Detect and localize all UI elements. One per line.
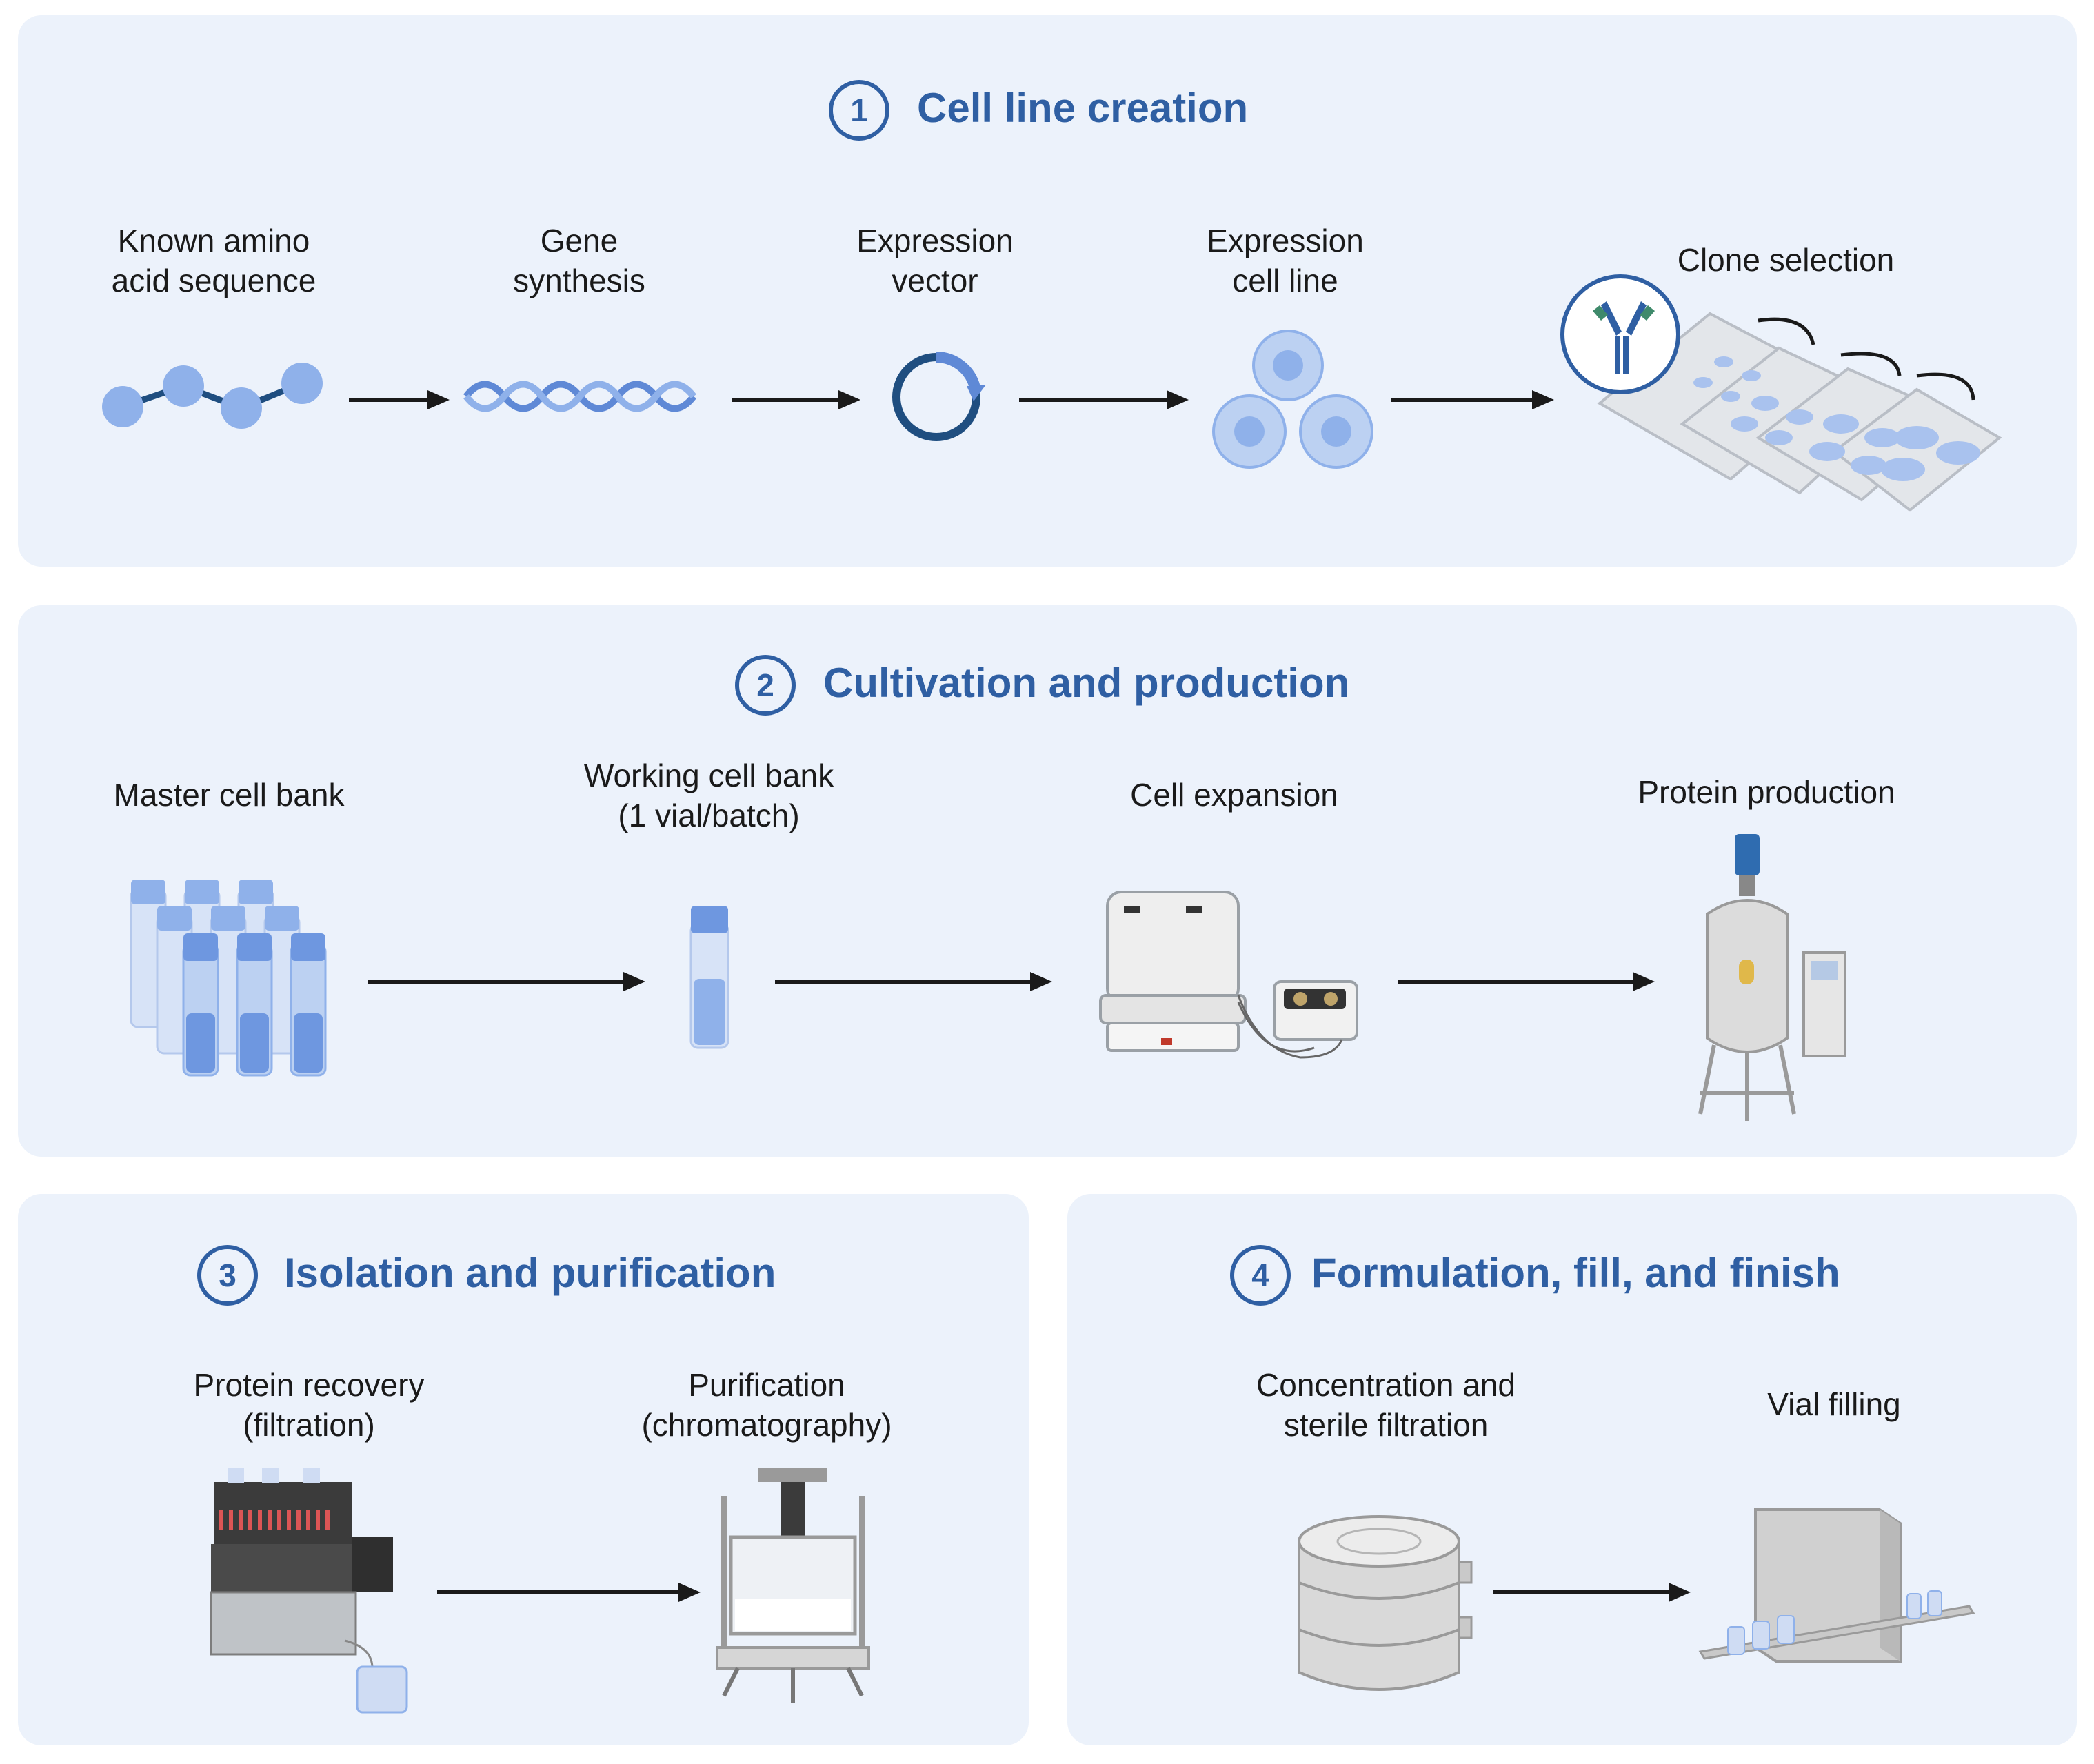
arrow-icon bbox=[1391, 390, 1554, 409]
arrow-icon bbox=[1019, 390, 1189, 409]
step-label: Purification(chromatography) bbox=[641, 1367, 892, 1443]
filter-cassette-icon bbox=[1298, 1515, 1473, 1691]
plasmid-icon bbox=[892, 352, 986, 441]
section-title: Cell line creation bbox=[917, 85, 1249, 131]
step-label: Protein recovery(filtration) bbox=[193, 1367, 425, 1443]
panel-cultivation-production bbox=[18, 605, 2077, 1157]
step-number-badge: 4 bbox=[1230, 1245, 1291, 1306]
cryovials-icon bbox=[130, 880, 327, 1077]
step-label: Working cell bank(1 vial/batch) bbox=[583, 758, 834, 833]
step-label: Cell expansion bbox=[1130, 777, 1338, 813]
step-label: Vial filling bbox=[1767, 1386, 1901, 1422]
section-title: Cultivation and production bbox=[823, 660, 1350, 706]
arrow-icon bbox=[732, 390, 860, 409]
section-title: Isolation and purification bbox=[284, 1250, 776, 1296]
section-title: Formulation, fill, and finish bbox=[1311, 1250, 1840, 1296]
dna-helix-icon bbox=[463, 381, 696, 412]
wave-bioreactor-icon bbox=[1099, 891, 1358, 1059]
arrow-icon bbox=[368, 972, 645, 991]
well-plates-icon bbox=[1560, 274, 2002, 512]
step-number-badge: 2 bbox=[735, 655, 796, 716]
amino-acid-chain-icon bbox=[102, 363, 323, 429]
step-label: Protein production bbox=[1638, 774, 1895, 810]
arrow-icon bbox=[775, 972, 1052, 991]
chromatography-column-icon bbox=[716, 1468, 870, 1703]
single-vial-icon bbox=[689, 906, 729, 1049]
cells-icon bbox=[1212, 330, 1373, 469]
arrow-icon bbox=[349, 390, 450, 409]
filtration-system-icon bbox=[210, 1468, 408, 1714]
step-number-badge: 1 bbox=[829, 80, 889, 141]
step-number-badge: 3 bbox=[197, 1245, 258, 1306]
vial-filling-machine-icon bbox=[1698, 1508, 1975, 1663]
step-label: Clone selection bbox=[1677, 242, 1895, 278]
arrow-icon bbox=[437, 1583, 701, 1602]
arrow-icon bbox=[1493, 1583, 1691, 1602]
arrow-icon bbox=[1398, 972, 1655, 991]
bioreactor-tank-icon bbox=[1698, 834, 1846, 1121]
step-label: Master cell bank bbox=[113, 777, 345, 813]
